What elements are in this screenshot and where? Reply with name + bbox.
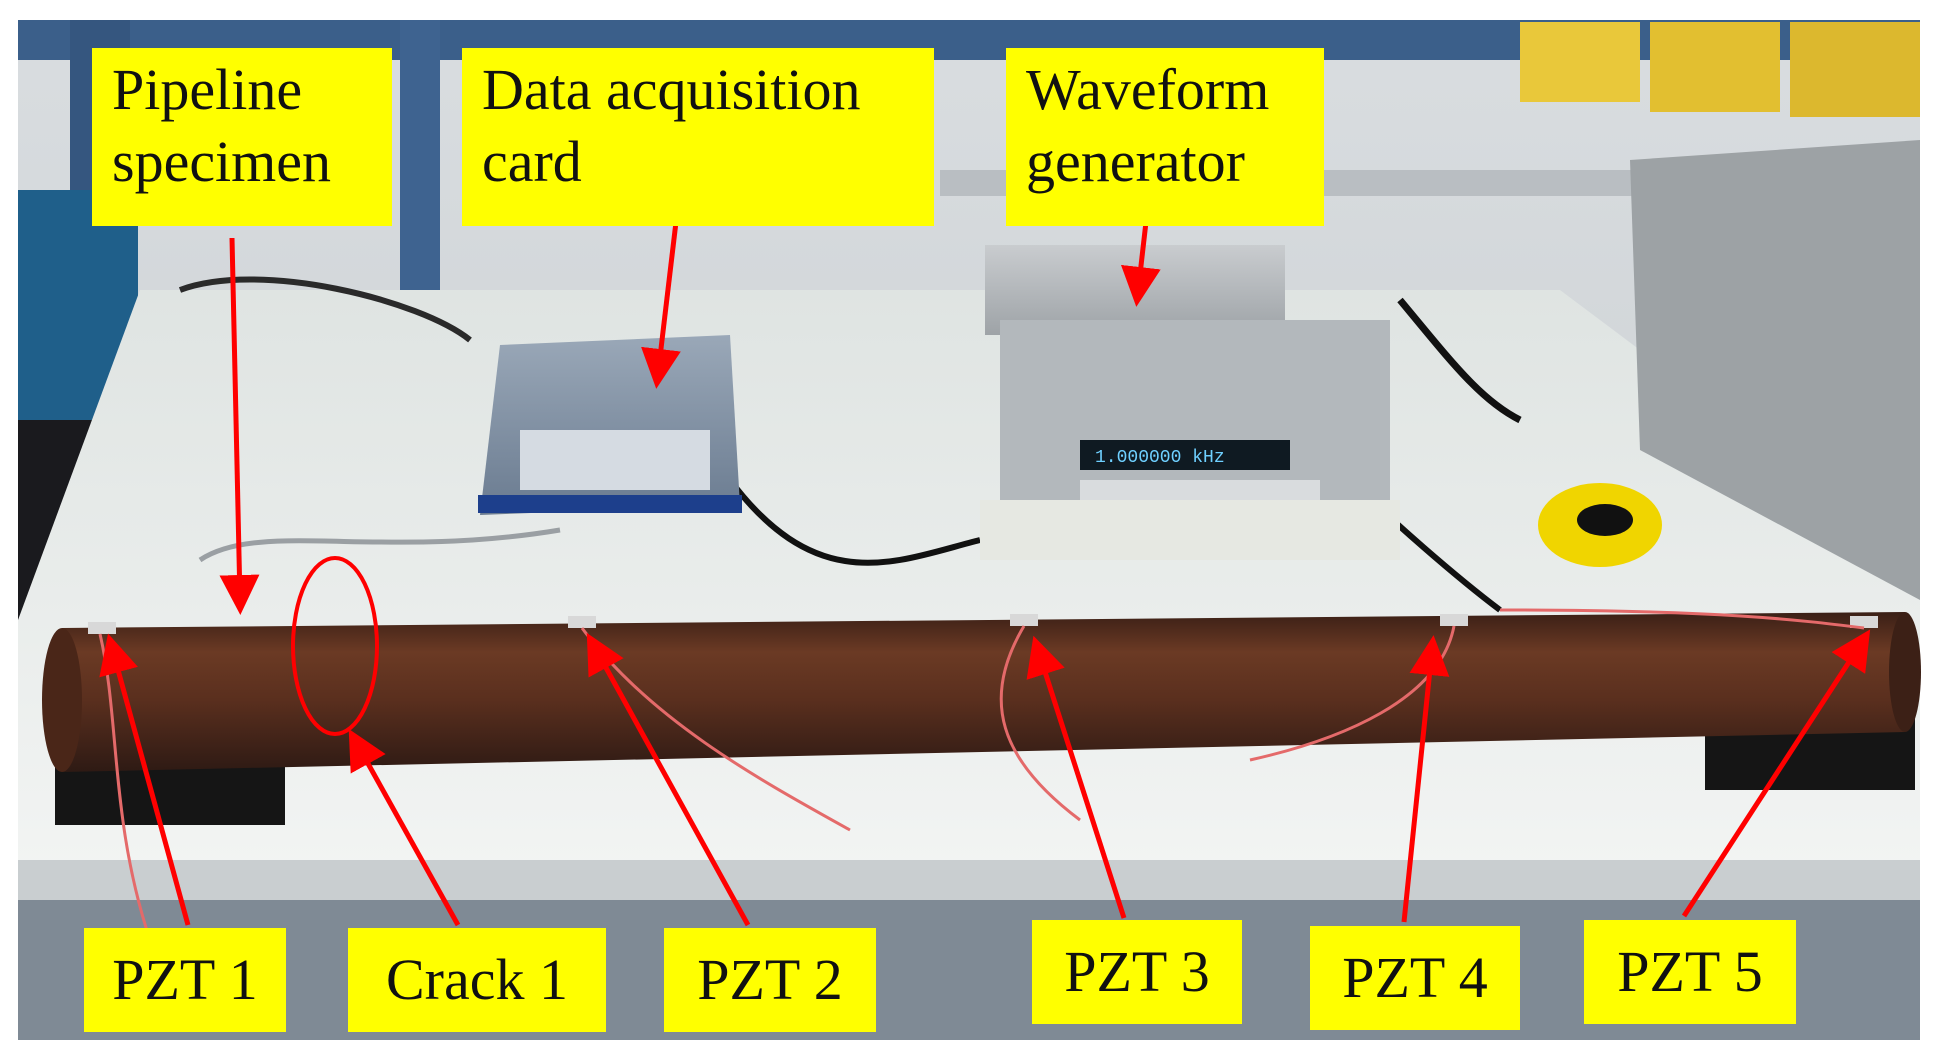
arrow-data-acquisition-card xyxy=(641,221,681,389)
lead-wire xyxy=(999,625,1081,822)
label-line: Data acquisition xyxy=(482,57,861,122)
arrow-pipeline-specimen xyxy=(219,237,260,615)
yellow-bin xyxy=(1790,22,1920,117)
pzt-sensor-4 xyxy=(1440,614,1468,626)
arrow-waveform-generator xyxy=(1120,221,1161,307)
cable xyxy=(198,527,561,563)
waveform-generator-display xyxy=(1080,440,1290,470)
tape-measure-center xyxy=(1577,504,1633,536)
label-line: card xyxy=(482,129,582,194)
arrow-pzt-5 xyxy=(1681,629,1871,918)
arrow-pzt-4 xyxy=(1401,635,1450,923)
pzt-sensor-2 xyxy=(568,616,596,628)
waveform-generator-body xyxy=(1000,320,1390,510)
bench-edge xyxy=(18,860,1920,900)
lead-wire xyxy=(1499,608,1865,630)
label-pzt-4: PZT 4 xyxy=(1310,926,1520,1030)
cable xyxy=(727,478,981,566)
pipeline-left-end xyxy=(42,628,82,772)
label-crack-1: Crack 1 xyxy=(348,928,606,1032)
label-pzt-5: PZT 5 xyxy=(1584,920,1796,1024)
yellow-bin xyxy=(1650,22,1780,112)
label-waveform-generator: Waveform generator xyxy=(1006,48,1324,226)
label-pzt-2: PZT 2 xyxy=(664,928,876,1032)
cable xyxy=(1397,297,1522,424)
shelf-post-mid xyxy=(400,20,440,300)
yellow-bin xyxy=(1520,22,1640,102)
crack-marker-ellipse xyxy=(291,556,379,736)
instrument-stand xyxy=(980,500,1400,560)
arrow-crack-1 xyxy=(348,728,461,927)
arrow-pzt-2 xyxy=(586,632,751,927)
waveform-generator-readout: 1.000000 kHz xyxy=(1095,448,1225,468)
pzt-sensor-1 xyxy=(88,622,116,634)
label-line: generator xyxy=(1026,129,1245,194)
label-line: Pipeline xyxy=(112,57,303,122)
cable xyxy=(178,276,472,343)
pzt-sensor-5 xyxy=(1850,616,1878,628)
arrow-pzt-3 xyxy=(1026,635,1127,919)
bench-top xyxy=(18,290,1920,870)
label-data-acquisition-card: Data acquisition card xyxy=(462,48,934,226)
label-pzt-1: PZT 1 xyxy=(84,928,286,1032)
daq-card-connector xyxy=(520,430,710,490)
arrow-pzt-1 xyxy=(99,633,191,926)
label-pipeline-specimen: Pipeline specimen xyxy=(92,48,392,226)
pipeline-right-end xyxy=(1889,612,1921,732)
label-line: specimen xyxy=(112,129,332,194)
daq-card-base xyxy=(478,495,742,513)
pzt-sensor-3 xyxy=(1010,614,1038,626)
label-line: Waveform xyxy=(1026,57,1270,122)
power-supply xyxy=(1630,140,1920,600)
label-pzt-3: PZT 3 xyxy=(1032,920,1242,1024)
